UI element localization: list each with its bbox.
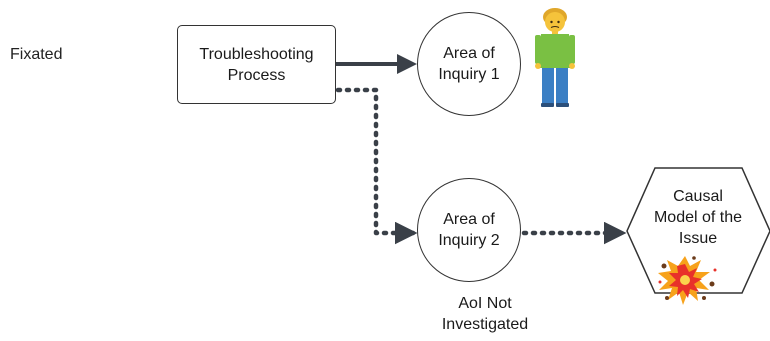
aoi-not-investigated-note: AoI Not Investigated: [441, 295, 529, 333]
standing-person-icon: [535, 8, 575, 107]
area-of-inquiry-1-text: Area of Inquiry 1: [438, 45, 500, 83]
area-of-inquiry-2-text: Area of Inquiry 2: [438, 211, 500, 249]
causal-model-text: Causal Model of the Issue: [653, 188, 743, 247]
fixated-label: Fixated: [10, 46, 63, 63]
area-of-inquiry-1-node: Area of Inquiry 1: [417, 12, 521, 116]
causal-model-hexagon: [626, 167, 770, 294]
explosion-icon: [658, 256, 717, 305]
dotted-arrow-to-area2: [335, 87, 418, 245]
troubleshooting-process-text: Troubleshooting Process: [199, 45, 314, 84]
troubleshooting-process-box: Troubleshooting Process: [177, 25, 336, 104]
area-of-inquiry-2-node: Area of Inquiry 2: [417, 178, 521, 282]
